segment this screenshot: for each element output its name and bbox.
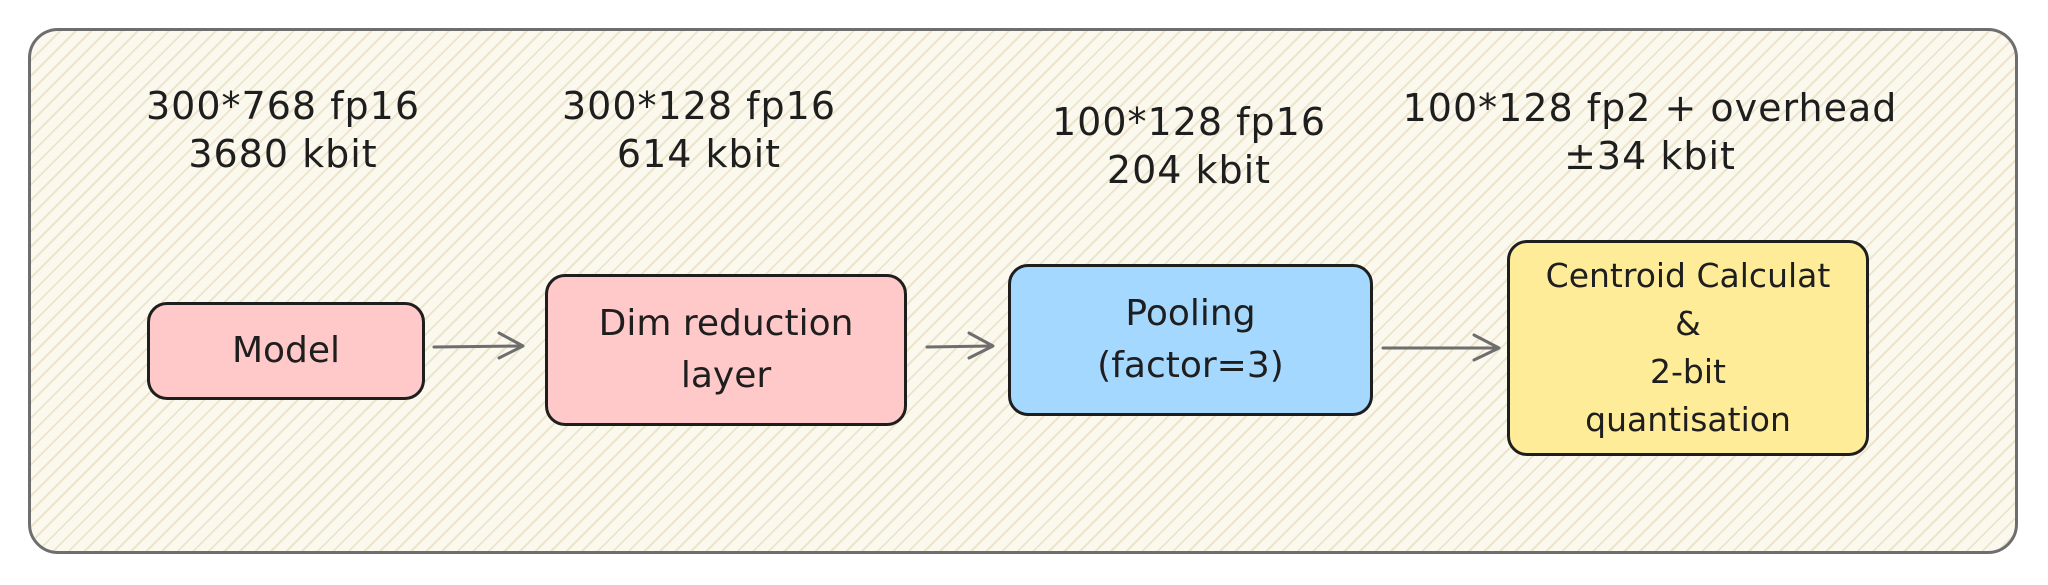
annotation-dim-reduction-output: 300*128 fp16 614 kbit <box>419 82 979 178</box>
annotation-shape: 300*128 fp16 <box>562 84 836 128</box>
annotation-pooling-output: 100*128 fp16 204 kbit <box>909 98 1469 194</box>
dim-reduction-node[interactable]: Dim reduction layer <box>545 274 907 426</box>
node-label: Centroid Calculat <box>1545 256 1831 295</box>
quantisation-node[interactable]: Centroid Calculat & 2-bit quantisation <box>1507 240 1869 456</box>
node-label: (factor=3) <box>1097 345 1284 386</box>
annotation-quantisation-output: 100*128 fp2 + overhead ±34 kbit <box>1370 84 1930 180</box>
model-node[interactable]: Model <box>147 302 425 400</box>
annotation-size: ±34 kbit <box>1564 134 1736 178</box>
annotation-shape: 300*768 fp16 <box>146 84 420 128</box>
annotation-size: 614 kbit <box>616 132 782 176</box>
node-label: Dim reduction <box>598 303 854 344</box>
node-label: Model <box>231 330 341 371</box>
arrow-dim-reduction-to-pooling <box>925 331 995 360</box>
pooling-node[interactable]: Pooling (factor=3) <box>1008 264 1373 416</box>
node-label: layer <box>680 355 772 396</box>
node-label: & <box>1675 304 1701 343</box>
annotation-model-output: 300*768 fp16 3680 kbit <box>3 82 563 178</box>
node-label: Pooling <box>1125 293 1256 334</box>
arrow-model-to-dim-reduction <box>432 331 525 360</box>
node-label: quantisation <box>1585 400 1791 439</box>
arrow-pooling-to-quantisation <box>1381 333 1501 362</box>
annotation-shape: 100*128 fp16 <box>1052 100 1326 144</box>
node-label: 2-bit <box>1650 352 1726 391</box>
annotation-size: 204 kbit <box>1106 148 1272 192</box>
annotation-size: 3680 kbit <box>188 132 378 176</box>
annotation-shape: 100*128 fp2 + overhead <box>1402 86 1898 130</box>
